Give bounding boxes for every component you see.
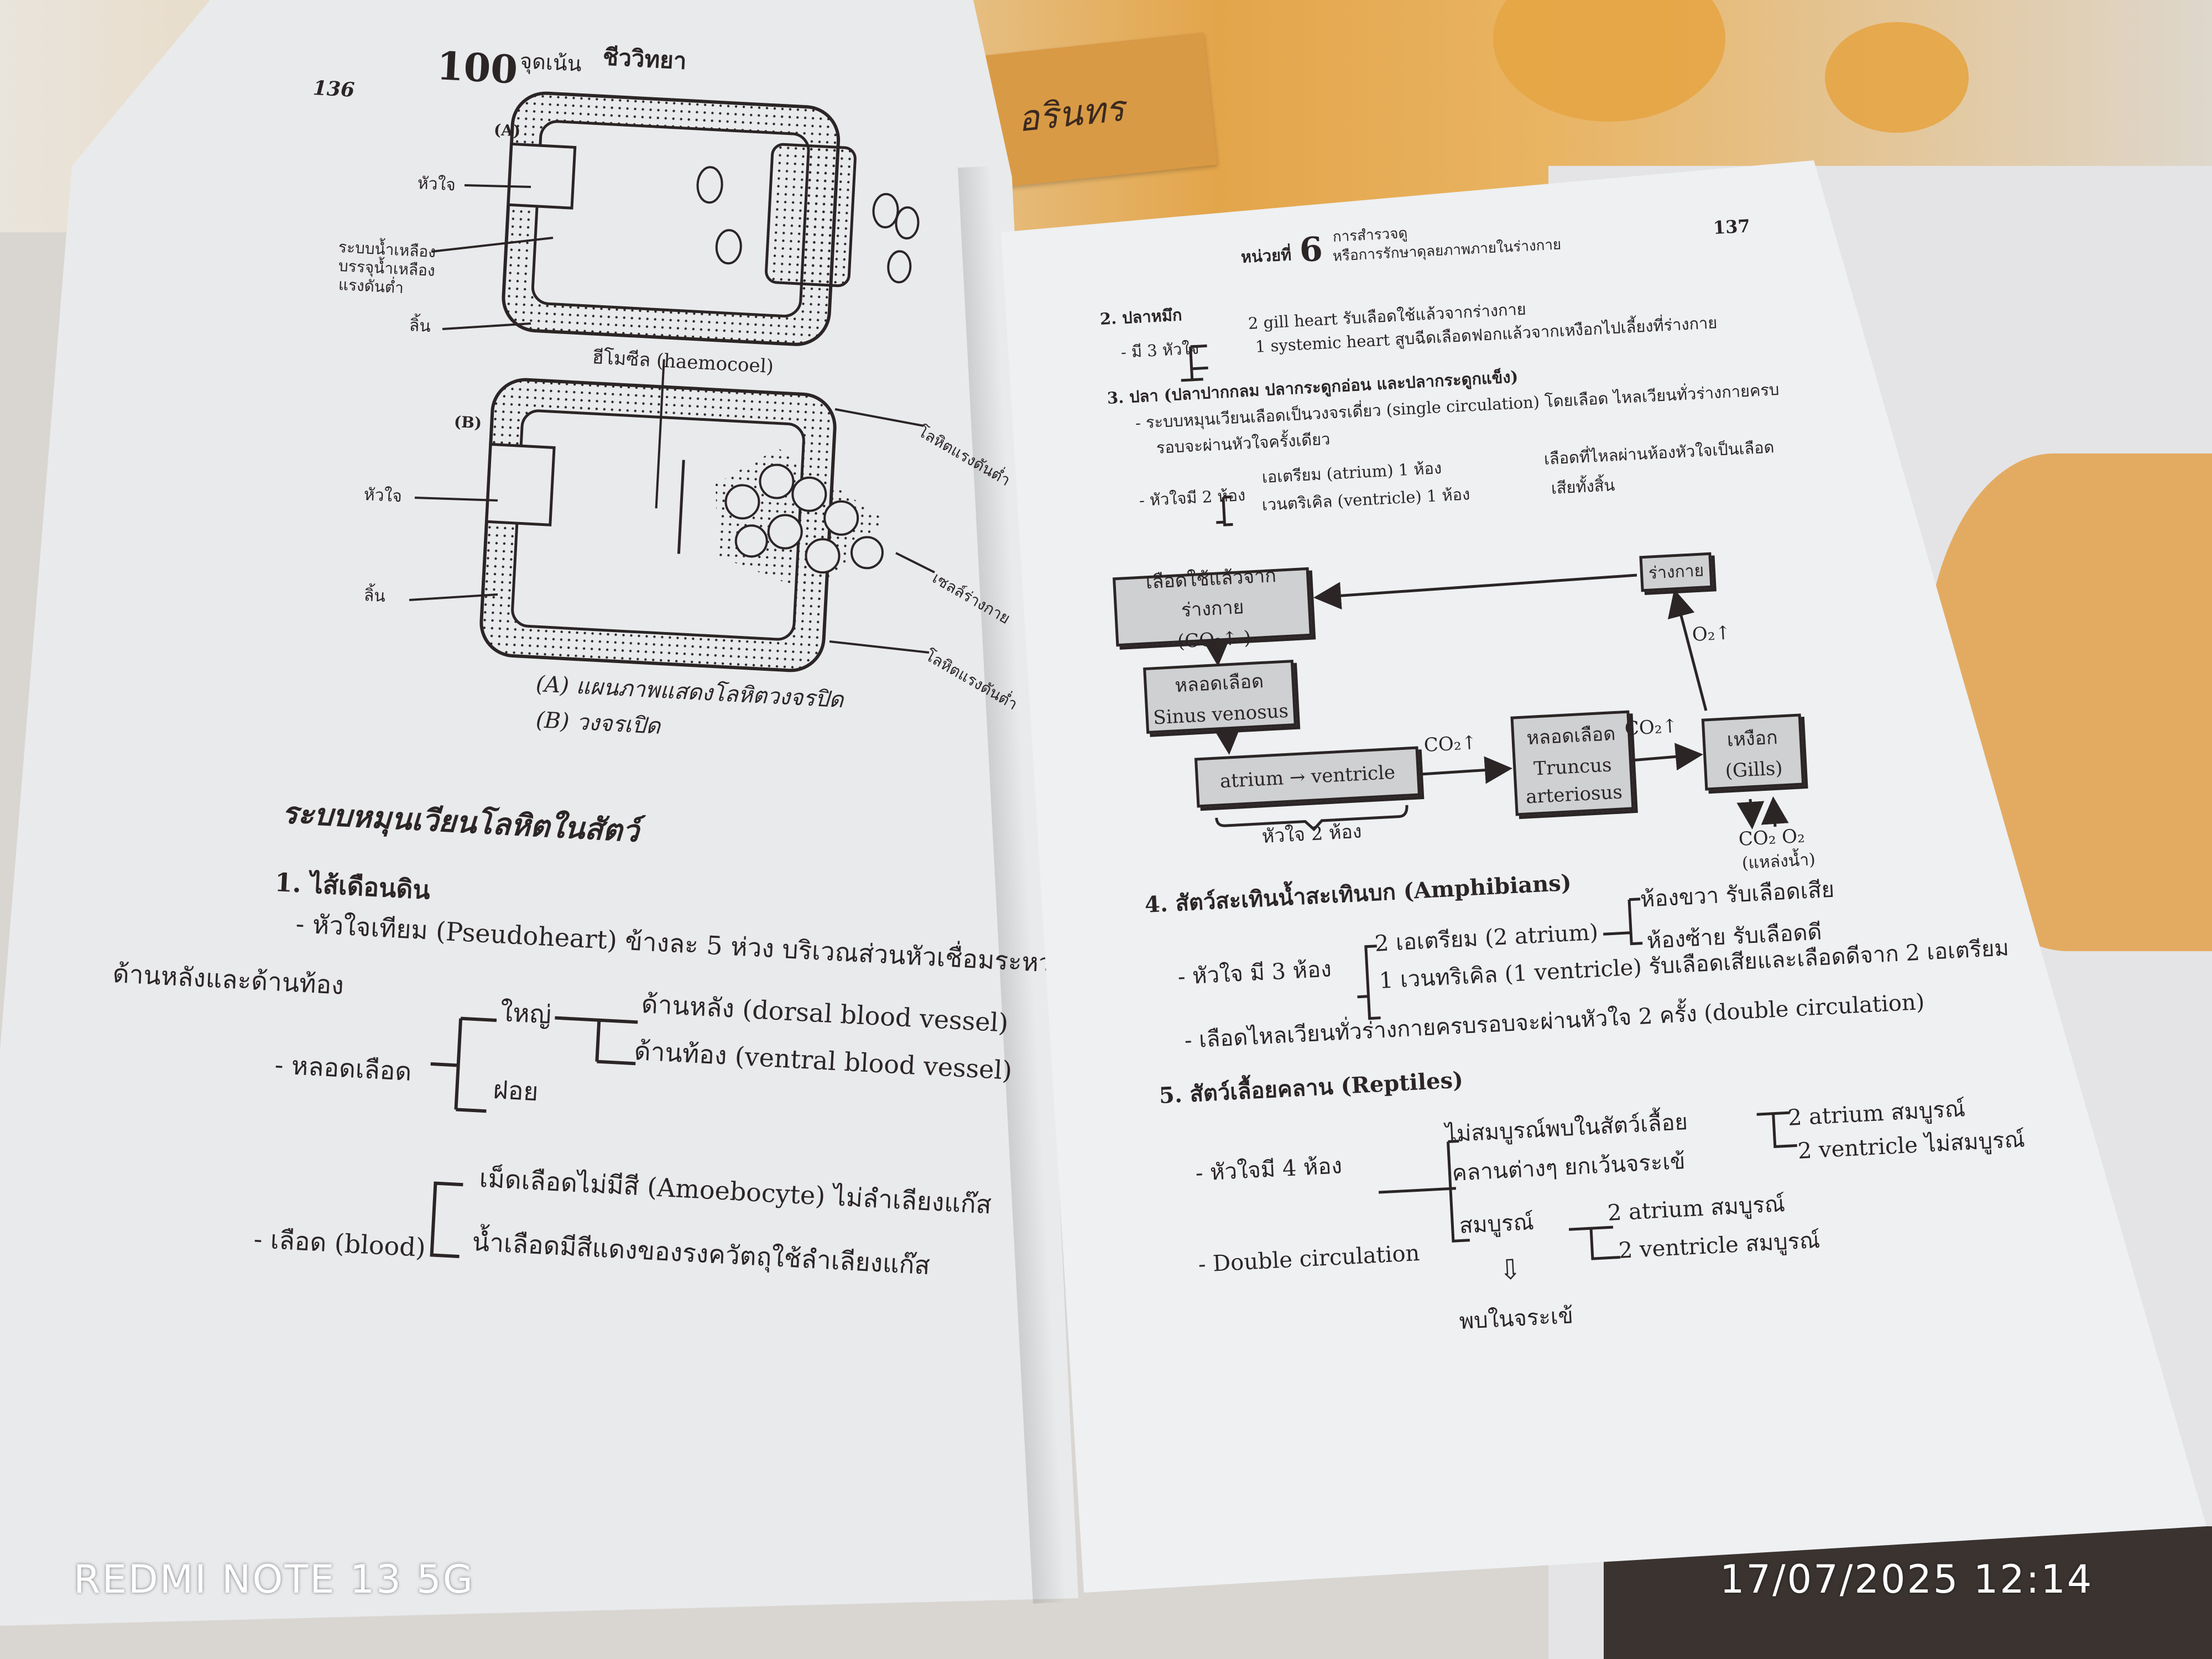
camera-watermark-device: REDMI NOTE 13 5G <box>74 1557 474 1602</box>
closed-circulation-diagram <box>502 91 920 346</box>
handwritten-card-text: อรินทร <box>1016 88 1126 140</box>
heart-box <box>507 142 577 210</box>
heart-box <box>485 442 556 526</box>
background-flower <box>1825 22 1969 133</box>
open-circulation-diagram <box>479 359 886 672</box>
camera-watermark-datetime: 17/07/2025 12:14 <box>1720 1557 2094 1602</box>
